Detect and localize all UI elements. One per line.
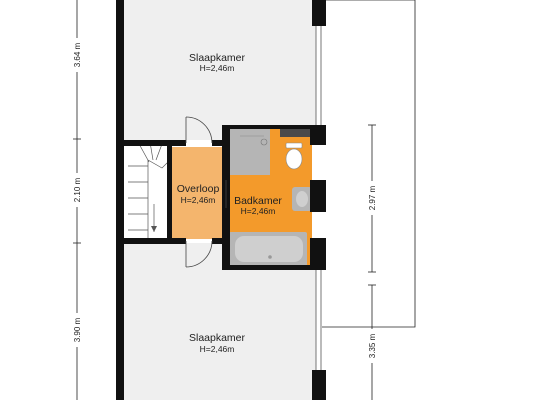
sink-icon	[292, 187, 312, 211]
dimension-text-right-lower: 3.35 m	[368, 333, 377, 358]
dimension-text-left-bottom: 3.90 m	[73, 317, 82, 342]
dimension-label-right-lower: 3.35 m	[366, 329, 378, 363]
shower-area	[228, 128, 270, 175]
windows	[315, 26, 322, 370]
shelf	[280, 128, 312, 137]
dimension-label-right-upper: 2.97 m	[366, 181, 378, 215]
dimension-text-left-top: 3.64 m	[73, 42, 82, 67]
dimension-label-left-top: 3.64 m	[71, 38, 83, 72]
doors	[185, 116, 227, 268]
room-badkamer-name: Badkamer	[234, 195, 282, 207]
room-badkamer-height: H=2,46m	[241, 206, 276, 216]
room-slaapkamer-bottom-height: H=2,46m	[200, 344, 235, 354]
room-overloop	[172, 147, 224, 239]
room-overloop-name: Overloop	[177, 183, 220, 195]
dimension-text-right-upper: 2.97 m	[368, 185, 377, 210]
dimension-text-left-middle: 2.10 m	[73, 177, 82, 202]
room-slaapkamer-top-height: H=2,46m	[200, 63, 235, 73]
stairwell	[124, 140, 172, 243]
dimension-label-left-middle: 2.10 m	[71, 173, 83, 207]
room-overloop-height: H=2,46m	[181, 195, 216, 205]
dimension-label-left-bottom: 3.90 m	[71, 313, 83, 347]
room-slaapkamer-top-name: Slaapkamer	[189, 52, 246, 64]
bathtub-icon	[229, 232, 307, 266]
room-slaapkamer-bottom-name: Slaapkamer	[189, 332, 246, 344]
room-slaapkamer-top	[124, 0, 316, 140]
toilet-icon	[285, 142, 303, 170]
